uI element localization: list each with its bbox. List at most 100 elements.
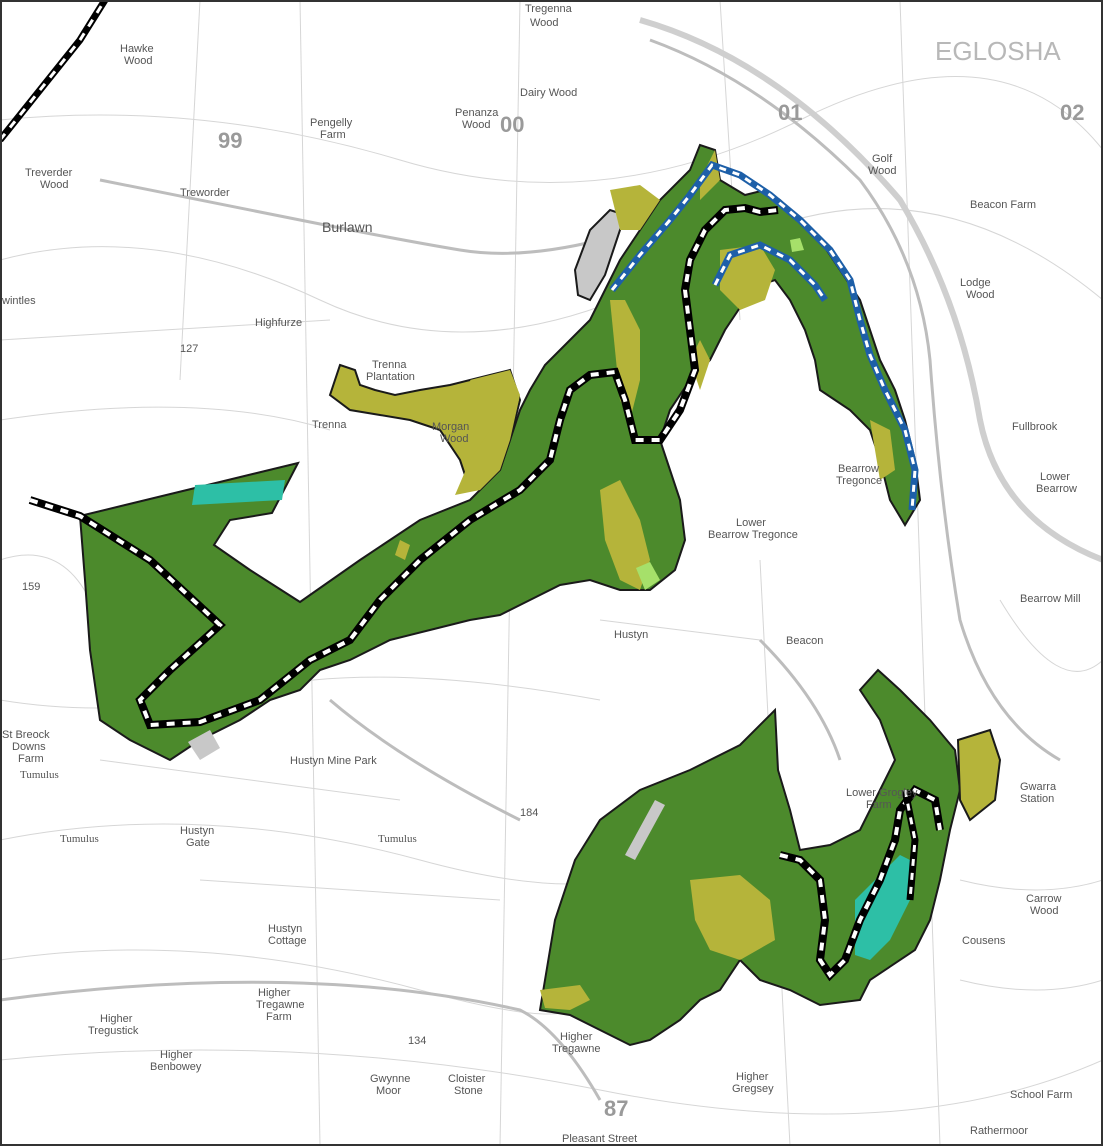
label-pengelly-farm-2: Farm	[320, 129, 346, 141]
label-hustyn-gate-1: Hustyn	[180, 825, 214, 837]
label-pleasant-street: Pleasant Street	[562, 1133, 637, 1145]
label-hawke-wood-1: Hawke	[120, 43, 154, 55]
label-hustyn-cottage-2: Cottage	[268, 935, 307, 947]
map-labels: EGLOSHA 00 01 02 99 87 Hawke Wood Tregen…	[1, 3, 1084, 1145]
label-lower-bearrow-tregonce-2: Bearrow Tregonce	[708, 529, 798, 541]
label-trenna-2: Plantation	[366, 371, 415, 383]
label-st-breock-3: Farm	[18, 753, 44, 765]
grey-patch-sw	[188, 730, 220, 760]
label-higher-tregawne-farm-2: Tregawne	[256, 999, 305, 1011]
label-dairy-wood: Dairy Wood	[520, 87, 577, 99]
label-higher-tregawne-farm-1: Higher	[258, 987, 291, 999]
label-hustyn: Hustyn	[614, 629, 648, 641]
label-golf-wood-1: Golf	[872, 153, 893, 165]
label-bearrow-tregonce-1: Bearrow	[838, 463, 879, 475]
label-treverder-wood-2: Wood	[40, 179, 69, 191]
grey-patch-top	[573, 208, 627, 302]
light-green-patch-2	[790, 238, 804, 252]
label-higher-gregsey-1: Higher	[736, 1071, 769, 1083]
label-higher-gregsey-2: Gregsey	[732, 1083, 774, 1095]
light-green-patch	[636, 562, 660, 590]
label-st-breock-2: Downs	[12, 741, 46, 753]
label-beacon: Beacon	[786, 635, 823, 647]
label-grogley-farm-1: Lower Grogley	[846, 787, 918, 799]
label-treverder-wood-1: Treverder	[25, 167, 73, 179]
label-higher-tregawne-2: Tregawne	[552, 1043, 601, 1055]
label-cousens: Cousens	[962, 935, 1006, 947]
label-cloister-stone-2: Stone	[454, 1085, 483, 1097]
label-ha134: 134	[408, 1035, 426, 1047]
label-grogley-farm-2: Farm	[866, 799, 892, 811]
teal-patch-se	[855, 855, 910, 960]
label-lower-bearrow-tregonce-1: Lower	[736, 517, 766, 529]
label-gwynne-moor-1: Gwynne	[370, 1073, 410, 1085]
label-bearrow-tregonce-2: Tregonce	[836, 475, 882, 487]
label-tumulus-1: Tumulus	[20, 769, 59, 781]
label-higher-tregawne-1: Higher	[560, 1031, 593, 1043]
label-trenna-1: Trenna	[372, 359, 407, 371]
label-cloister-stone-1: Cloister	[448, 1073, 486, 1085]
grid-87: 87	[604, 1096, 628, 1121]
grid-02: 02	[1060, 100, 1084, 125]
label-hawke-wood-2: Wood	[124, 55, 153, 67]
olive-patch-se-2	[540, 985, 590, 1010]
label-ha127: 127	[180, 343, 198, 355]
label-lodge-wood-2: Wood	[966, 289, 995, 301]
label-lodge-wood-1: Lodge	[960, 277, 991, 289]
label-tregenna-wood-1: Tregenna	[525, 3, 573, 15]
label-tumulus-3: Tumulus	[378, 833, 417, 845]
label-burlawn: Burlawn	[322, 219, 373, 235]
label-lower-bearrow-2: Bearrow	[1036, 483, 1077, 495]
label-hustyn-gate-2: Gate	[186, 837, 210, 849]
trail-blue-white	[609, 160, 919, 511]
olive-block-east	[956, 728, 1002, 822]
label-hustyn-cottage-1: Hustyn	[268, 923, 302, 935]
label-bearrow-mill: Bearrow Mill	[1020, 593, 1081, 605]
label-higher-benbowey-2: Benbowey	[150, 1061, 202, 1073]
label-penanza-wood-2: Wood	[462, 119, 491, 131]
label-trenna-farm: Trenna	[312, 419, 347, 431]
roads	[0, 38, 1061, 1101]
label-higher-tregustick-1: Higher	[100, 1013, 133, 1025]
grid-01: 01	[778, 100, 802, 125]
label-carrow-wood-1: Carrow	[1026, 893, 1062, 905]
label-station-1: Gwarra	[1020, 781, 1057, 793]
label-beacon-farm: Beacon Farm	[970, 199, 1036, 211]
label-morgan-wood-1: Morgan	[432, 421, 469, 433]
label-penanza-wood-1: Penanza	[455, 107, 499, 119]
label-carrow-wood-2: Wood	[1030, 905, 1059, 917]
label-swindles: wintles	[1, 295, 36, 307]
label-treworder: Treworder	[180, 187, 230, 199]
label-tregenna-wood-2: Wood	[530, 17, 559, 29]
label-school-farm: School Farm	[1010, 1089, 1072, 1101]
grey-strip-se	[625, 800, 665, 860]
grid-99: 99	[218, 128, 242, 153]
label-fullbrook: Fullbrook	[1012, 421, 1058, 433]
railway	[639, 17, 1103, 563]
trail-black-white	[28, 203, 944, 982]
label-eglosha: EGLOSHA	[935, 36, 1061, 66]
label-highfurze: Highfurze	[255, 317, 302, 329]
label-st-breock-1: St Breock	[2, 729, 50, 741]
label-lower-bearrow-1: Lower	[1040, 471, 1070, 483]
olive-patches	[395, 150, 895, 590]
grid-00: 00	[500, 112, 524, 137]
label-morgan-wood-2: Wood	[440, 433, 469, 445]
label-station-2: Station	[1020, 793, 1054, 805]
label-gwynne-moor-2: Moor	[376, 1085, 401, 1097]
olive-patch-se	[690, 875, 775, 960]
teal-patch-west	[192, 480, 285, 505]
label-rathermoor: Rathermoor	[970, 1125, 1028, 1137]
label-ha159: 159	[22, 581, 40, 593]
label-golf-wood-2: Wood	[868, 165, 897, 177]
label-pengelly-farm-1: Pengelly	[310, 117, 353, 129]
label-tumulus-2: Tumulus	[60, 833, 99, 845]
label-hustyn-mine-park: Hustyn Mine Park	[290, 755, 377, 767]
woodland-main	[78, 143, 922, 762]
label-higher-benbowey-1: Higher	[160, 1049, 193, 1061]
label-higher-tregustick-2: Tregustick	[88, 1025, 139, 1037]
label-higher-tregawne-farm-3: Farm	[266, 1011, 292, 1023]
label-ha184: 184	[520, 807, 538, 819]
